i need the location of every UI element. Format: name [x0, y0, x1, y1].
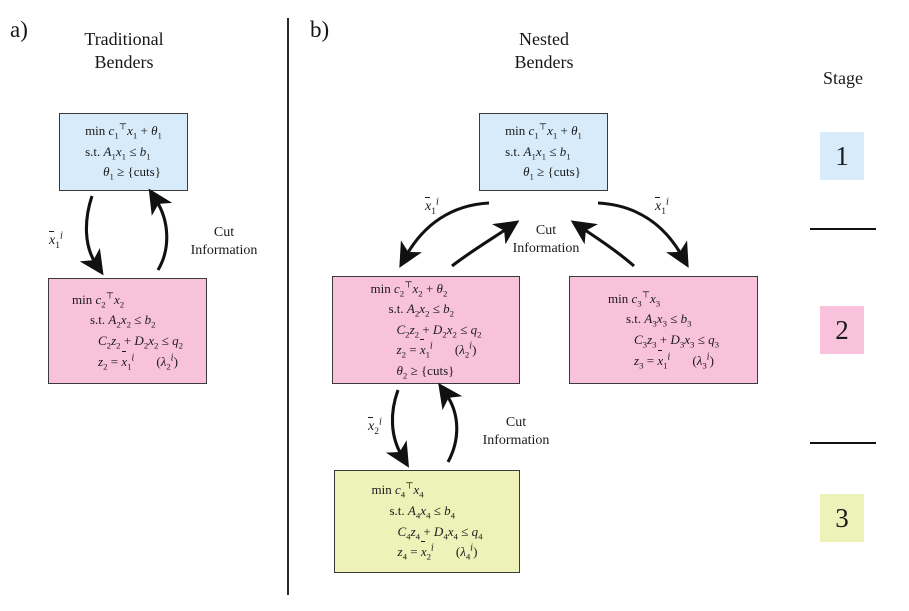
- box-b-master[interactable]: min c1⊤x1 + θ1 s.t. A1x1 ≤ b1 θ1 ≥ {cuts…: [479, 113, 608, 191]
- equation-line: s.t. A1x1 ≤ b1: [85, 143, 151, 162]
- arrow-b-up-left: [451, 220, 520, 268]
- equation-line: s.t. A4x4 ≤ b4: [389, 502, 456, 521]
- arrow-label-a-down: x1𝑖: [48, 230, 64, 251]
- arrow-label-b-down-bottom: x2𝑖: [367, 416, 383, 437]
- equation-line: z4 = x2𝑖(λ4𝑖): [397, 541, 478, 562]
- panel-b-title: Nested Benders: [464, 28, 624, 74]
- box-b-subproblem-left[interactable]: min c2⊤x2 + θ2 s.t. A2x2 ≤ b2 C2z2 + D2x…: [332, 276, 520, 384]
- panel-a-title: Traditional Benders: [44, 28, 204, 74]
- panel-b-title-line1: Nested: [519, 29, 569, 49]
- box-b-master-equations: min c1⊤x1 + θ1 s.t. A1x1 ≤ b1 θ1 ≥ {cuts…: [505, 121, 582, 183]
- equation-line: C4z4 + D4x4 ≤ q4: [397, 523, 483, 542]
- box-b-subproblem-left-equations: min c2⊤x2 + θ2 s.t. A2x2 ≤ b2 C2z2 + D2x…: [371, 279, 482, 382]
- box-b-subproblem-right[interactable]: min c3⊤x3 s.t. A3x3 ≤ b3 C3z3 + D3x3 ≤ q…: [569, 276, 758, 384]
- box-a-subproblem-equations: min c2⊤x2 s.t. A2x2 ≤ b2 C2z2 + D2x2 ≤ q…: [72, 290, 183, 372]
- stage-column-header: Stage: [823, 68, 863, 88]
- panel-a-title-line1: Traditional: [84, 29, 164, 49]
- arrow-b-up-bottom: [438, 382, 463, 463]
- equation-line: min c1⊤x1 + θ1: [505, 121, 582, 141]
- equation-line: min c4⊤x4: [371, 481, 424, 501]
- arrow-a-down: [79, 195, 104, 276]
- box-a-master[interactable]: min c1⊤x1 + θ1 s.t. A1x1 ≤ b1 θ1 ≥ {cuts…: [59, 113, 188, 191]
- arrow-label-b-down-right: x1𝑖: [654, 196, 670, 217]
- equation-line: θ1 ≥ {cuts}: [523, 164, 581, 182]
- box-b-subproblem-bottom-equations: min c4⊤x4 s.t. A4x4 ≤ b4 C4z4 + D4x4 ≤ q…: [372, 480, 483, 562]
- stage-badge-3: 3: [820, 494, 864, 542]
- equation-line: min c1⊤x1 + θ1: [85, 121, 162, 141]
- arrow-label-a-up: Cut Information: [182, 224, 282, 260]
- arrow-label-b-up-line1: Cut: [535, 223, 557, 238]
- panel-b-title-line2: Benders: [514, 52, 574, 73]
- stage-separator-2-3: [810, 442, 876, 444]
- arrow-a-up: [148, 188, 173, 271]
- equation-line: min c3⊤x3: [608, 289, 661, 309]
- panel-a-letter: a): [10, 17, 28, 42]
- stage-badge-2: 2: [820, 306, 864, 354]
- arrow-label-b-up-bottom-line1: Cut: [505, 415, 527, 430]
- stage-badge-1: 1: [820, 132, 864, 180]
- arrow-label-b-down-left: x1𝑖: [424, 196, 440, 217]
- arrow-label-a-up-line1: Cut: [213, 225, 235, 240]
- arrow-label-b-up-bottom: Cut Information: [466, 414, 566, 450]
- box-b-subproblem-right-equations: min c3⊤x3 s.t. A3x3 ≤ b3 C3z3 + D3x3 ≤ q…: [608, 289, 719, 371]
- panel-a-title-line2: Benders: [94, 52, 154, 73]
- equation-line: θ2 ≥ {cuts}: [396, 362, 455, 381]
- panel-b-letter: b): [310, 17, 330, 42]
- arrow-label-a-up-line2: Information: [190, 243, 258, 259]
- box-a-master-equations: min c1⊤x1 + θ1 s.t. A1x1 ≤ b1 θ1 ≥ {cuts…: [85, 121, 162, 183]
- equation-line: s.t. A3x3 ≤ b3: [626, 311, 692, 330]
- stage-separator-1-2: [810, 228, 876, 230]
- arrow-label-b-up-line2: Information: [512, 241, 580, 257]
- equation-line: C3z3 + D3x3 ≤ q3: [634, 332, 719, 350]
- equation-line: C2z2 + D2x2 ≤ q2: [98, 333, 183, 351]
- box-b-subproblem-bottom[interactable]: min c4⊤x4 s.t. A4x4 ≤ b4 C4z4 + D4x4 ≤ q…: [334, 470, 520, 573]
- equation-line: z2 = x1𝑖(λ2𝑖): [98, 350, 178, 372]
- arrow-label-b-up: Cut Information: [501, 222, 591, 258]
- equation-line: min c2⊤x2: [72, 290, 125, 310]
- panel-divider: [287, 18, 289, 595]
- equation-line: min c2⊤x2 + θ2: [370, 279, 448, 299]
- arrow-label-b-up-bottom-line2: Information: [482, 433, 550, 449]
- box-a-subproblem[interactable]: min c2⊤x2 s.t. A2x2 ≤ b2 C2z2 + D2x2 ≤ q…: [48, 278, 207, 384]
- equation-line: s.t. A2x2 ≤ b2: [388, 301, 455, 319]
- equation-line: s.t. A2x2 ≤ b2: [90, 312, 156, 331]
- equation-line: z3 = x1𝑖(λ3𝑖): [634, 349, 714, 371]
- equation-line: θ1 ≥ {cuts}: [103, 164, 161, 182]
- equation-line: s.t. A1x1 ≤ b1: [505, 143, 571, 162]
- equation-line: C2z2 + D2x2 ≤ q2: [396, 321, 482, 340]
- equation-line: z2 = x1𝑖(λ2𝑖): [396, 339, 477, 360]
